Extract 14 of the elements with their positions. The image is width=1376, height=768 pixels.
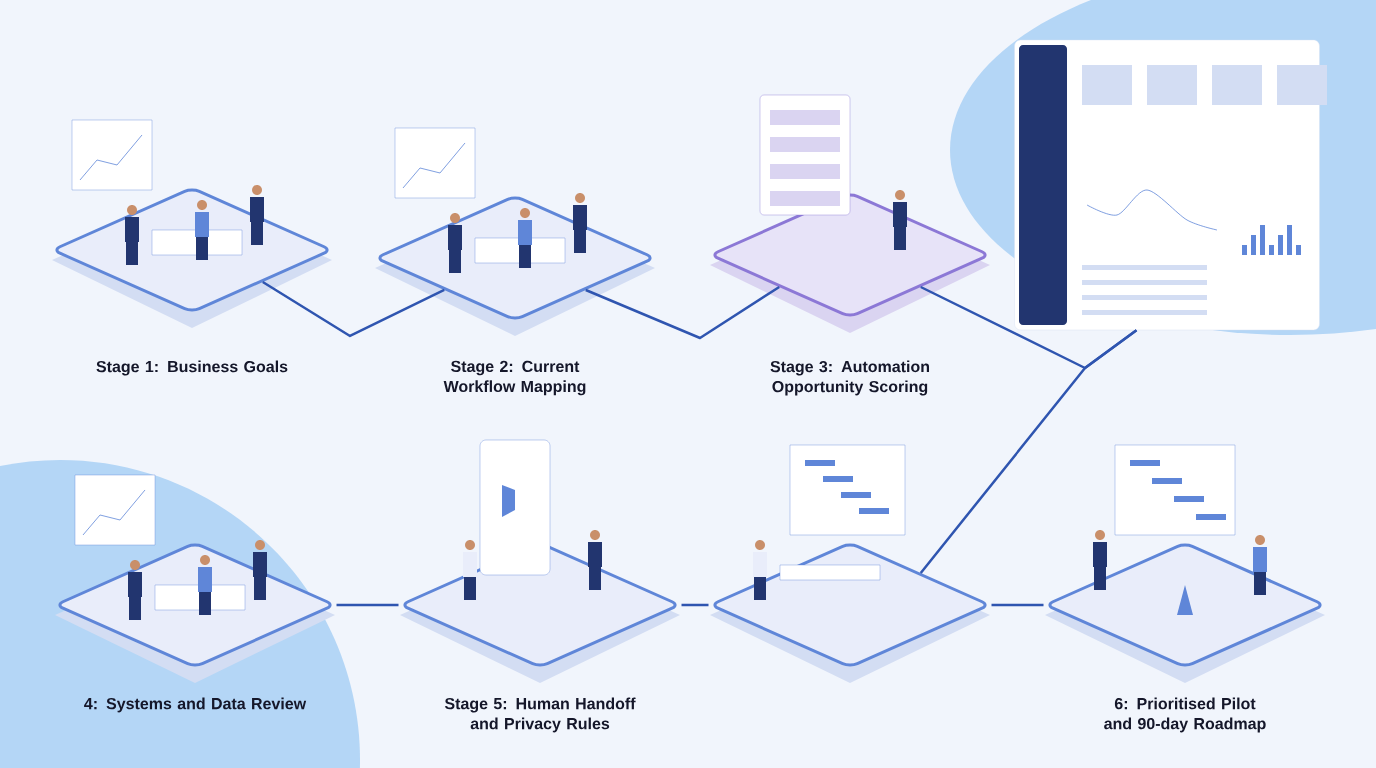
node-label: Stage 1: Business Goals bbox=[96, 360, 288, 376]
connector-line bbox=[919, 329, 1138, 574]
connector-line bbox=[991, 603, 1044, 607]
node-label: 6: Prioritised Pilot and 90-day Roadmap bbox=[1104, 697, 1266, 733]
connector-line bbox=[262, 280, 445, 338]
connector-line bbox=[681, 603, 709, 607]
node-label: Stage 3: Automation Opportunity Scoring bbox=[770, 360, 930, 396]
node-label: Stage 5: Human Handoff and Privacy Rules bbox=[444, 697, 636, 733]
dashboard-picture bbox=[1014, 39, 1327, 331]
node-label: Stage 2: Current Workflow Mapping bbox=[443, 360, 586, 396]
connector-line bbox=[336, 603, 399, 607]
node-label: 4: Systems and Data Review bbox=[84, 697, 307, 713]
connector-line bbox=[585, 285, 780, 340]
stage-platform: 6: Prioritised Pilot and 90-day Roadmap bbox=[1045, 543, 1325, 733]
